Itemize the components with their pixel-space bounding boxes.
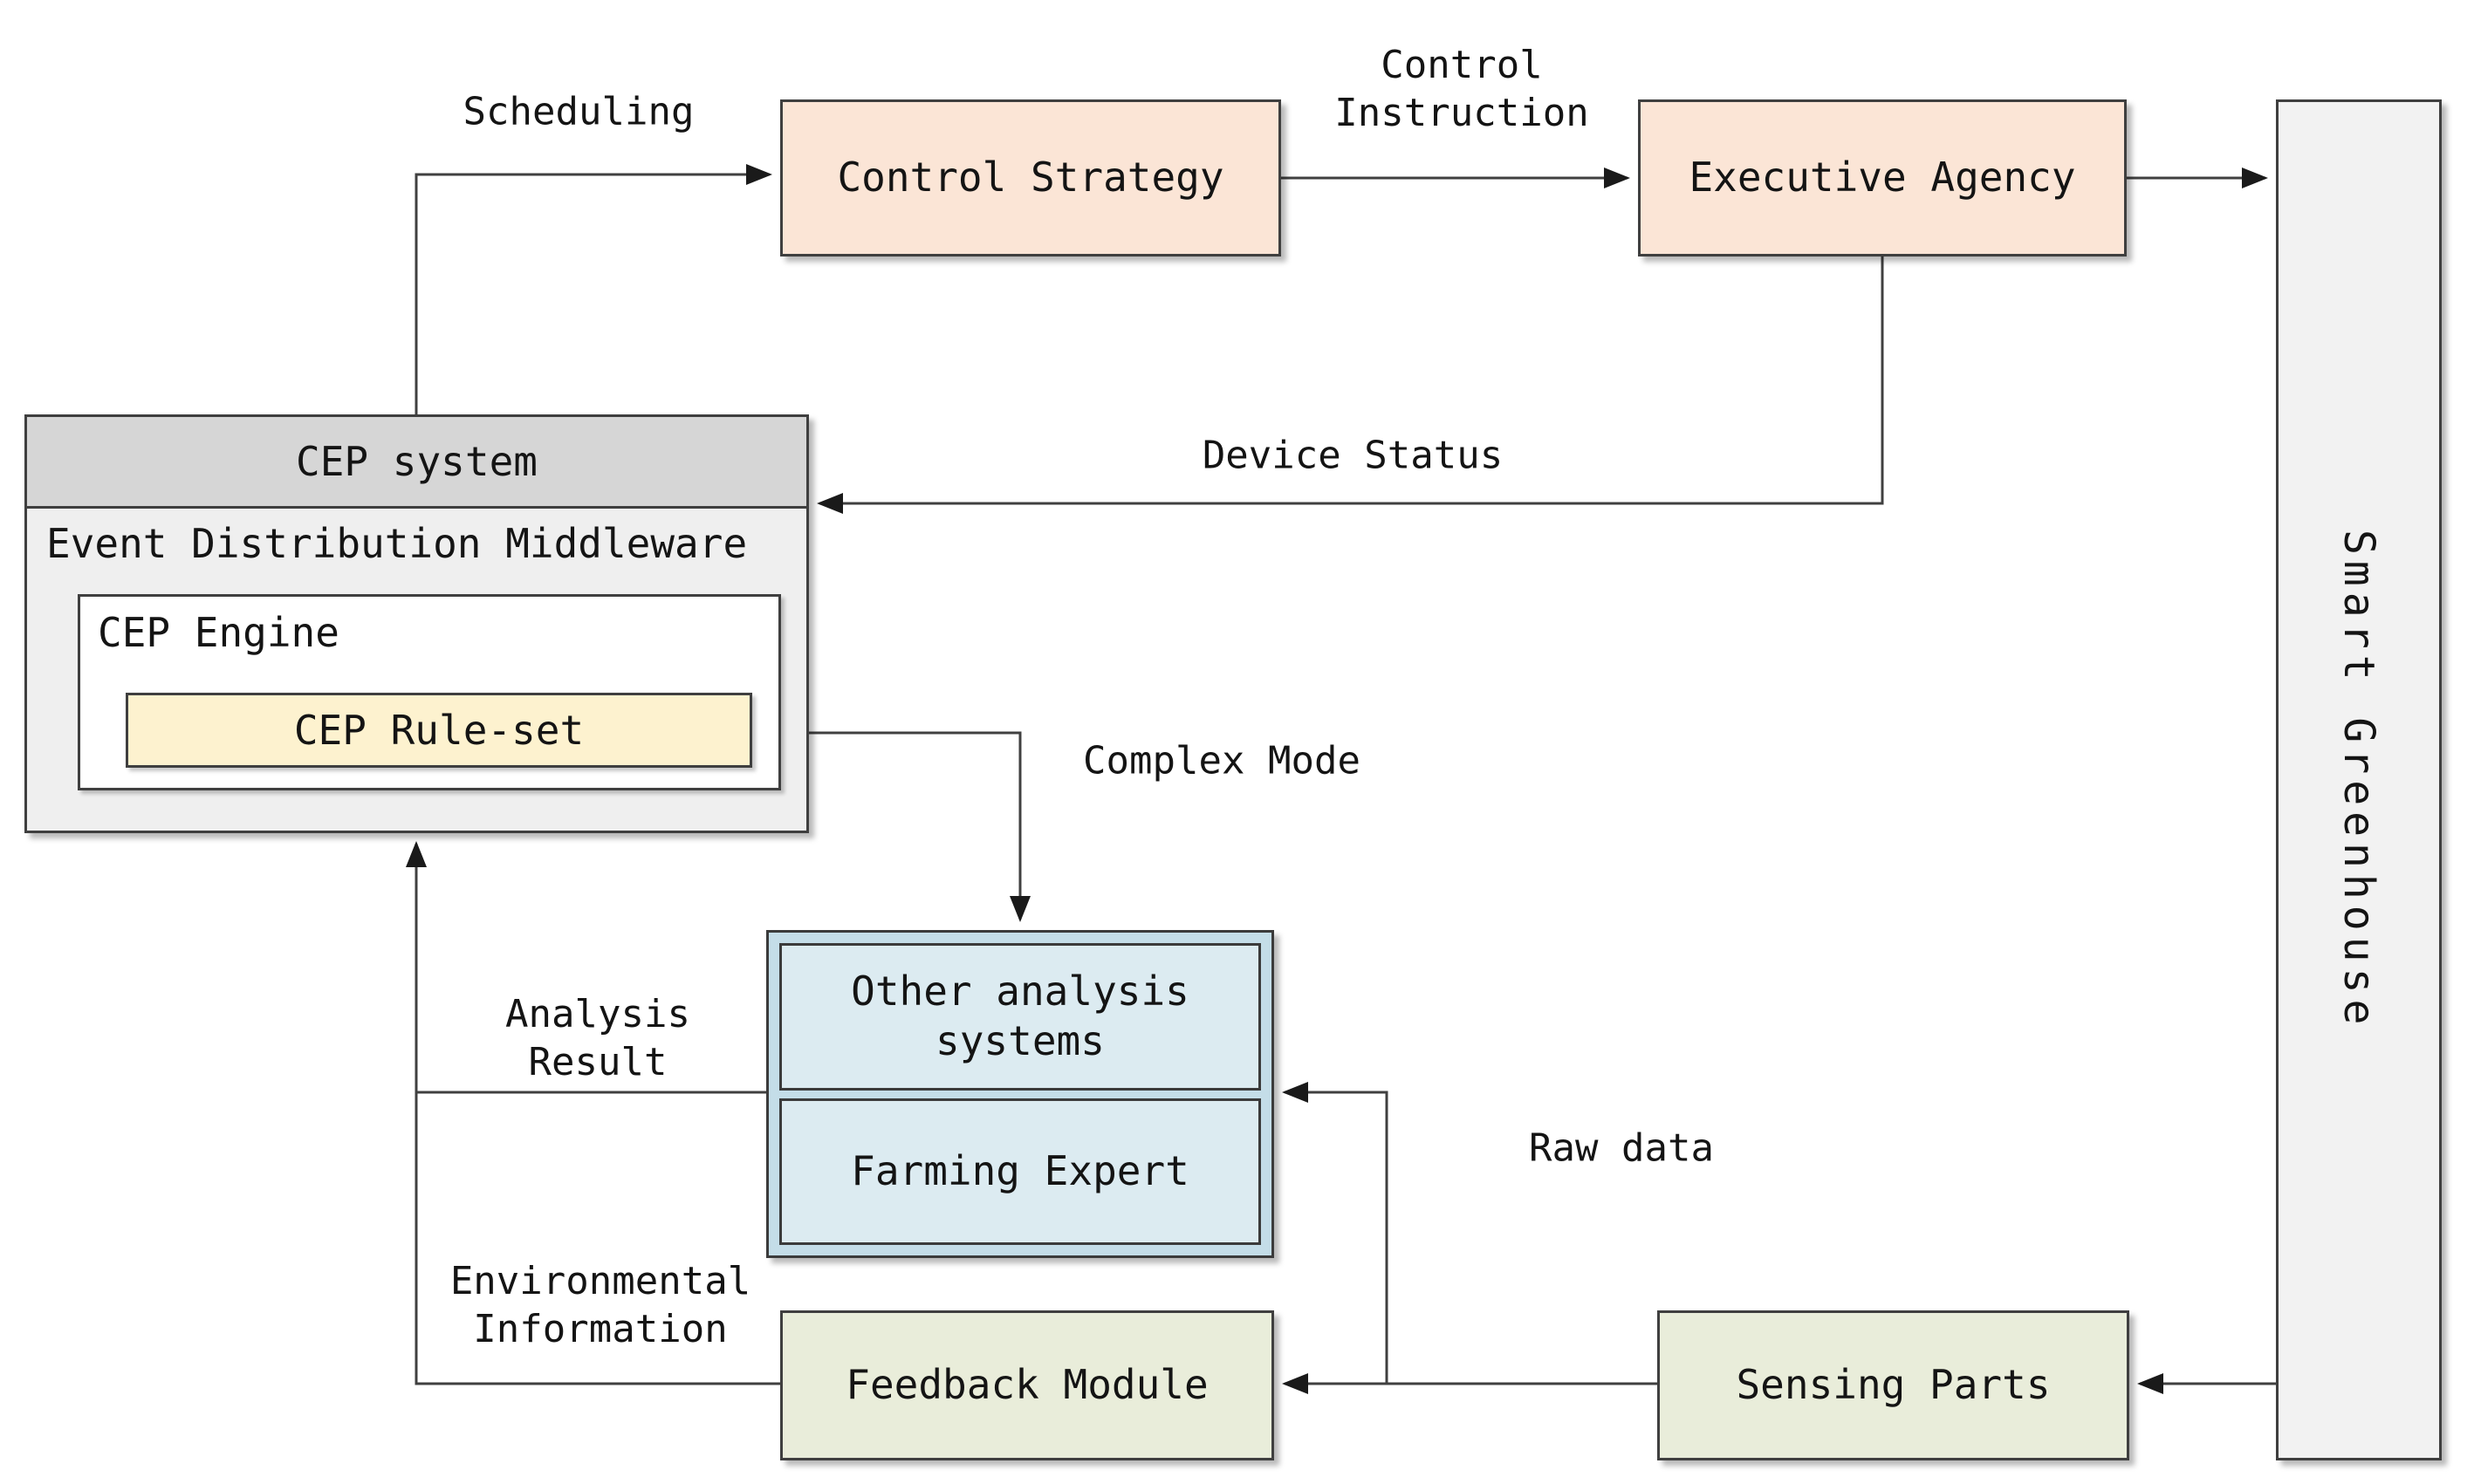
- cep-system-header: CEP system: [27, 417, 806, 509]
- control-strategy-label: Control Strategy: [837, 154, 1224, 202]
- feedback-module-label: Feedback Module: [846, 1361, 1209, 1409]
- cep-rule-set-box: CEP Rule-set: [126, 693, 752, 768]
- control-strategy-box: Control Strategy: [780, 99, 1281, 256]
- scheduling-edge-label: Scheduling: [463, 89, 695, 134]
- cep-engine-box: CEP Engine CEP Rule-set: [78, 594, 781, 790]
- control-instruction-edge-label: Control Instruction: [1334, 43, 1589, 135]
- smart-greenhouse-box: Smart Greenhouse: [2276, 99, 2442, 1460]
- cep-rule-set-label: CEP Rule-set: [293, 707, 585, 754]
- edge-environmental-information: [406, 841, 780, 1385]
- edge-raw-data-branch: [1282, 1082, 1388, 1384]
- analysis-group-box: Other analysis systems Farming Expert: [766, 930, 1274, 1258]
- environmental-information-edge-label: Environmental Information: [449, 1259, 751, 1351]
- analysis-result-edge-label: Analysis Result: [505, 992, 690, 1084]
- other-analysis-systems-label: Other analysis systems: [851, 967, 1189, 1065]
- raw-data-edge-label: Raw data: [1529, 1125, 1714, 1171]
- smart-greenhouse-label: Smart Greenhouse: [2334, 529, 2383, 1031]
- cep-system-box: CEP system Event Distribution Middleware…: [24, 414, 809, 833]
- feedback-module-box: Feedback Module: [780, 1310, 1274, 1460]
- farming-expert-label: Farming Expert: [851, 1147, 1189, 1194]
- edge-scheduling: [415, 164, 772, 416]
- sensing-parts-label: Sensing Parts: [1736, 1361, 2051, 1409]
- edge-device-status: [817, 256, 1884, 514]
- cep-engine-label: CEP Engine: [98, 609, 339, 656]
- edge-complex-mode: [809, 731, 1031, 922]
- event-distribution-middleware-label: Event Distribution Middleware: [46, 520, 748, 567]
- cep-system-label: CEP system: [296, 438, 538, 485]
- farming-expert-box: Farming Expert: [779, 1098, 1261, 1245]
- other-analysis-systems-box: Other analysis systems: [779, 943, 1261, 1091]
- complex-mode-edge-label: Complex Mode: [1083, 738, 1360, 783]
- executive-agency-box: Executive Agency: [1638, 99, 2127, 256]
- executive-agency-label: Executive Agency: [1689, 154, 2076, 202]
- sensing-parts-box: Sensing Parts: [1657, 1310, 2129, 1460]
- device-status-edge-label: Device Status: [1202, 433, 1504, 478]
